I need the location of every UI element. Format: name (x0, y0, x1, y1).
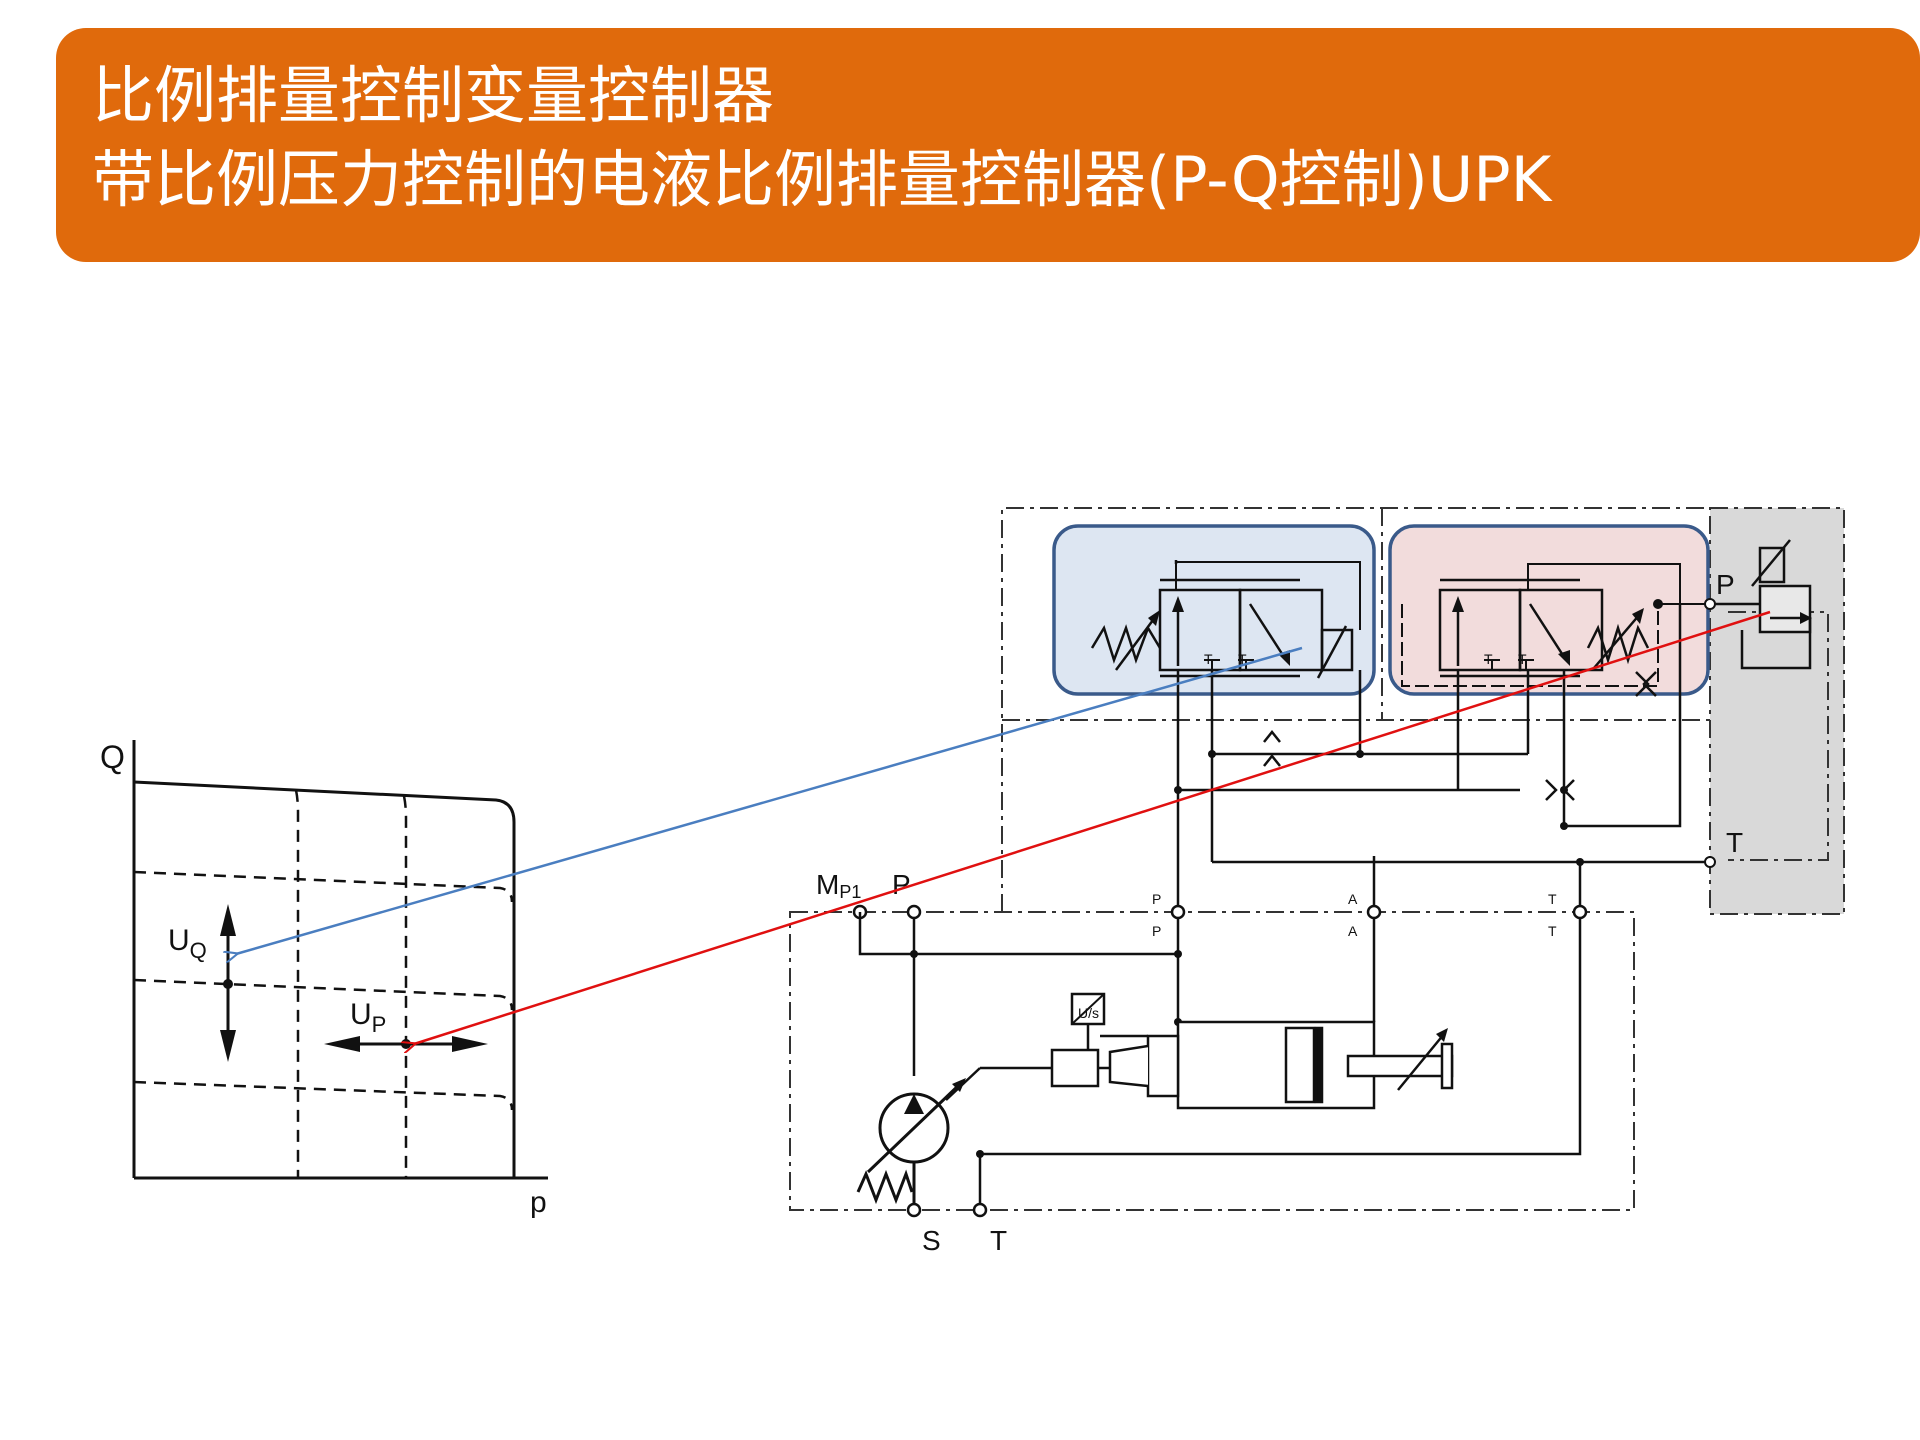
port-a-upper: A (1348, 891, 1358, 907)
tank-port-circle (1704, 856, 1716, 868)
pressure-valve-lines (1484, 563, 1716, 670)
title-banner: 比例排量控制变量控制器 带比例压力控制的电液比例排量控制器(P-Q控制)UPK (56, 28, 1920, 262)
flow-valve-t1: T (1204, 651, 1213, 667)
port-p-lower: P (1152, 923, 1161, 939)
uq-adjust-arrow (220, 904, 236, 1062)
port-t-upper: T (1548, 891, 1557, 907)
pressure-valve-t2: T (1518, 651, 1527, 667)
pressure-valve-t1: T (1484, 651, 1493, 667)
pump-ports (906, 1202, 988, 1218)
title-line-2: 带比例压力控制的电液比例排量控制器(P-Q控制)UPK (92, 143, 1552, 216)
pressure-relief-panel (1709, 507, 1845, 915)
hydraulic-lines-lower (858, 912, 1582, 1210)
up-label: UP (350, 998, 386, 1037)
proportional-pressure-valve-box (1388, 524, 1710, 696)
blue-mapping-arrow (236, 646, 1303, 954)
graph-x-label: p (530, 1186, 547, 1219)
control-cylinder (1050, 1020, 1454, 1110)
red-mapping-arrow (414, 610, 1771, 1044)
hydraulic-lines-upper (1176, 604, 1710, 912)
pilot-relief-valve (1714, 539, 1812, 670)
graph-y-label: Q (100, 739, 125, 775)
pq-limit-curve (133, 780, 516, 1178)
pressure-control-valve (1438, 578, 1657, 697)
port-s-label: S (922, 1225, 941, 1256)
port-p-label: P (892, 869, 911, 900)
junction-dots-upper (1174, 750, 1584, 866)
pq-grid-dashed (133, 789, 514, 1178)
relief-port-p: P (1716, 569, 1735, 600)
pq-characteristic-graph (132, 740, 548, 1180)
port-t-lower: T (1548, 923, 1557, 939)
flow-valve-t2: T (1238, 651, 1247, 667)
port-a-lower: A (1348, 923, 1358, 939)
variable-pump (856, 1078, 966, 1210)
relief-port-t: T (1726, 827, 1743, 858)
displacement-sensor: U/s (1070, 992, 1106, 1026)
port-t-label: T (990, 1225, 1007, 1256)
title-line-1: 比例排量控制变量控制器 (92, 59, 775, 132)
sensor-label: U/s (1078, 1005, 1099, 1021)
port-p-upper: P (1152, 891, 1161, 907)
mp1-label: MP1 (816, 869, 861, 902)
uq-label: UQ (168, 924, 207, 963)
